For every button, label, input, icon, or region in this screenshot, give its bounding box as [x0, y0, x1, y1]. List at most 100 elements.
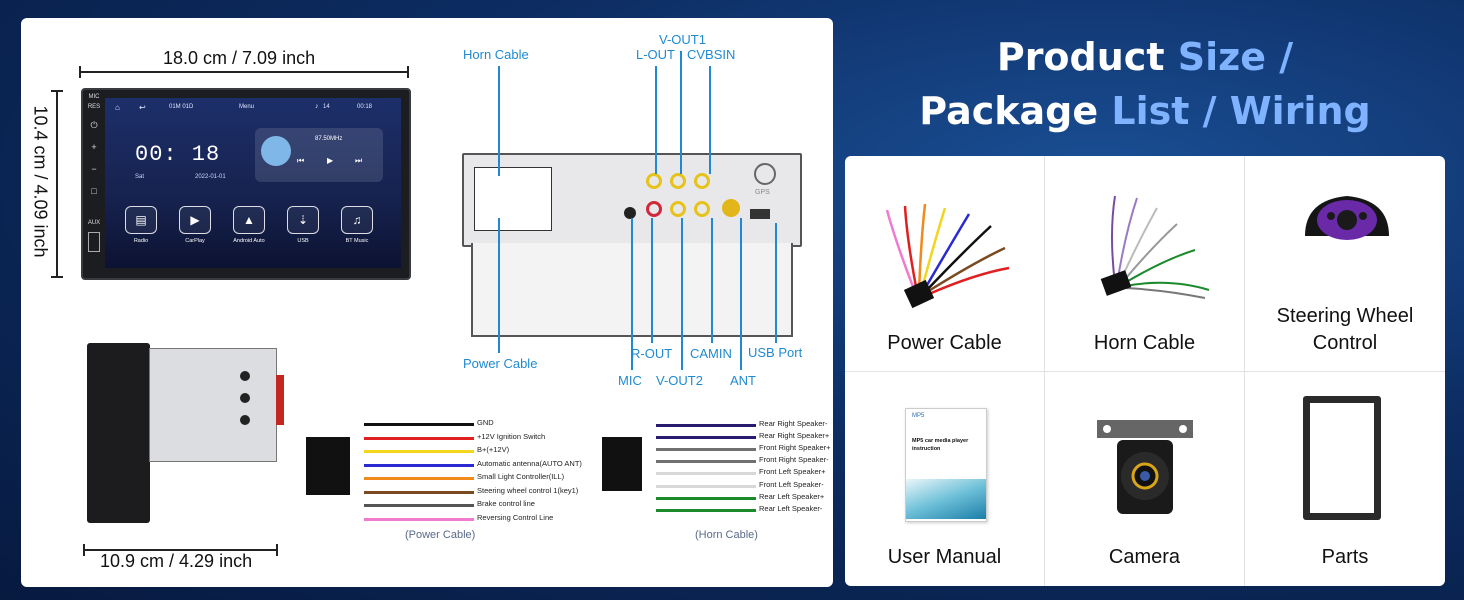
- package-item-label: Camera: [1108, 546, 1181, 568]
- app-bt-music[interactable]: ♫ BT Music: [335, 206, 379, 244]
- wire-line: [364, 436, 474, 440]
- leader-line: [651, 218, 653, 343]
- usb-port: [750, 209, 770, 219]
- dim-tick: [407, 66, 409, 78]
- next-icon[interactable]: ⏭: [355, 156, 363, 165]
- app-radio[interactable]: ▤ Radio: [119, 206, 163, 244]
- wire-label: Front Left Speaker-: [759, 479, 824, 489]
- screen-volume: 14: [323, 104, 330, 110]
- music-widget[interactable]: 87.50MHz ⏮ ▶ ⏭: [255, 128, 383, 182]
- horn-cable-icon: [1100, 195, 1210, 299]
- music-disc-icon: [261, 136, 291, 166]
- wire-line: [364, 450, 474, 453]
- home-button[interactable]: □: [91, 186, 97, 196]
- wire-label: Steering wheel control 1(key1): [477, 485, 579, 495]
- chassis-hole: [240, 371, 250, 381]
- volume-up-button[interactable]: +: [91, 142, 97, 152]
- chassis-hole: [240, 393, 250, 403]
- package-item-label: Steering Wheel Control: [1276, 305, 1414, 354]
- package-item-label: Parts: [1321, 546, 1369, 568]
- v-out1-label: V-OUT1: [659, 32, 706, 47]
- reset-button[interactable]: RES: [87, 104, 101, 110]
- usb-icon: ⇣: [287, 206, 319, 234]
- volume-down-button[interactable]: −: [91, 164, 97, 174]
- head-unit-front: MIC RES ⏻ + − □ AUX ⌂ ↩ 01M 01D Menu ♪ 1…: [81, 88, 411, 280]
- screen-menu[interactable]: Menu: [239, 104, 255, 110]
- steering-wheel-control-icon: [1305, 196, 1389, 240]
- app-launcher: ▤ Radio ▶ CarPlay ▲ Android Auto ⇣ USB ♫: [119, 206, 389, 256]
- height-dimension-label: 10.4 cm / 4.09 inch: [30, 105, 51, 258]
- title-line-2: Package List / Wiring: [845, 84, 1445, 138]
- screen-day: Sat: [135, 174, 145, 180]
- leader-line: [498, 66, 500, 176]
- previous-icon[interactable]: ⏮: [297, 156, 305, 165]
- home-icon[interactable]: ⌂: [115, 103, 120, 112]
- screen-time: 00:18: [357, 104, 373, 110]
- manual-logo: MP5: [912, 413, 925, 419]
- power-cable-icon: [885, 203, 1010, 309]
- app-label: Android Auto: [233, 238, 265, 244]
- play-icon[interactable]: ▶: [327, 156, 334, 165]
- title-word: Package: [919, 89, 1099, 133]
- dim-tick: [276, 544, 278, 556]
- radio-icon: ▤: [125, 206, 157, 234]
- cvbsin-label: CVBSIN: [687, 47, 736, 62]
- wire-line: [656, 460, 756, 464]
- title-line-1: Product Size /: [845, 30, 1445, 84]
- rca-jack-yellow: [694, 173, 710, 189]
- wire-label: Rear Right Speaker+: [759, 431, 830, 441]
- back-icon[interactable]: ↩: [139, 103, 146, 112]
- package-item: Power Cable: [845, 156, 1045, 372]
- power-button[interactable]: ⏻: [90, 120, 98, 130]
- app-usb[interactable]: ⇣ USB: [281, 206, 325, 244]
- title-highlight: Size /: [1177, 35, 1294, 79]
- camin-label: CAMIN: [690, 346, 732, 361]
- mic-label: MIC: [88, 94, 100, 100]
- app-label: USB: [297, 238, 309, 244]
- leader-line: [498, 218, 500, 353]
- manual-cover-art: [906, 479, 986, 519]
- horn-cable-plug: [602, 437, 642, 491]
- wire-label: Front Right Speaker-: [759, 455, 829, 465]
- rca-jack-yellow: [670, 173, 686, 189]
- app-label: BT Music: [345, 238, 369, 244]
- power-cable-caption: (Power Cable): [405, 529, 476, 541]
- wire-line: [364, 517, 474, 521]
- depth-dimension-label: 10.9 cm / 4.29 inch: [100, 551, 253, 571]
- side-view-chassis: [149, 348, 284, 462]
- package-item-label: Power Cable: [887, 332, 1002, 354]
- width-dimension-label: 18.0 cm / 7.09 inch: [163, 48, 316, 68]
- frame-opening: [1310, 403, 1374, 513]
- wire-line: [364, 504, 474, 507]
- package-item-label: User Manual: [887, 546, 1002, 568]
- app-carplay[interactable]: ▶ CarPlay: [173, 206, 217, 244]
- head-unit-screen: ⌂ ↩ 01M 01D Menu ♪ 14 00:18 00: 18 Sat 2…: [105, 98, 401, 268]
- wire-line: [656, 472, 756, 476]
- v-out2-label: V-OUT2: [656, 373, 703, 388]
- height-dimension-line: [56, 90, 58, 278]
- wire-label: Front Left Speaker+: [759, 467, 826, 477]
- package-item: Steering Wheel Control: [1245, 156, 1445, 372]
- wire-label: Rear Left Speaker-: [759, 503, 823, 513]
- screen-status-bar: ⌂ ↩ 01M 01D Menu ♪ 14 00:18: [105, 98, 401, 116]
- leader-line: [655, 66, 657, 174]
- dim-tick: [51, 276, 63, 278]
- wire-label: Reversing Control Line: [477, 512, 554, 522]
- wire-line: [656, 508, 756, 512]
- package-item: Horn Cable: [1045, 156, 1245, 372]
- power-cable-label: Power Cable: [463, 356, 538, 371]
- wire-label: Rear Left Speaker+: [759, 491, 825, 501]
- mic-jack: [624, 207, 636, 219]
- width-dimension-line: [79, 71, 409, 73]
- usb-port-label: USB Port: [748, 345, 803, 360]
- screen-date: 2022-01-01: [195, 174, 226, 180]
- product-diagram-panel: 18.0 cm / 7.09 inch 10.4 cm / 4.09 inch …: [21, 18, 833, 587]
- wire-label: Brake control line: [477, 499, 535, 508]
- wire-label: Automatic antenna(AUTO ANT): [477, 458, 582, 468]
- android-auto-icon: ▲: [233, 206, 265, 234]
- rca-jack-yellow: [694, 201, 710, 217]
- wire-line: [364, 477, 474, 480]
- app-android-auto[interactable]: ▲ Android Auto: [227, 206, 271, 244]
- leader-line: [740, 218, 742, 370]
- page-title: Product Size / Package List / Wiring: [845, 30, 1445, 138]
